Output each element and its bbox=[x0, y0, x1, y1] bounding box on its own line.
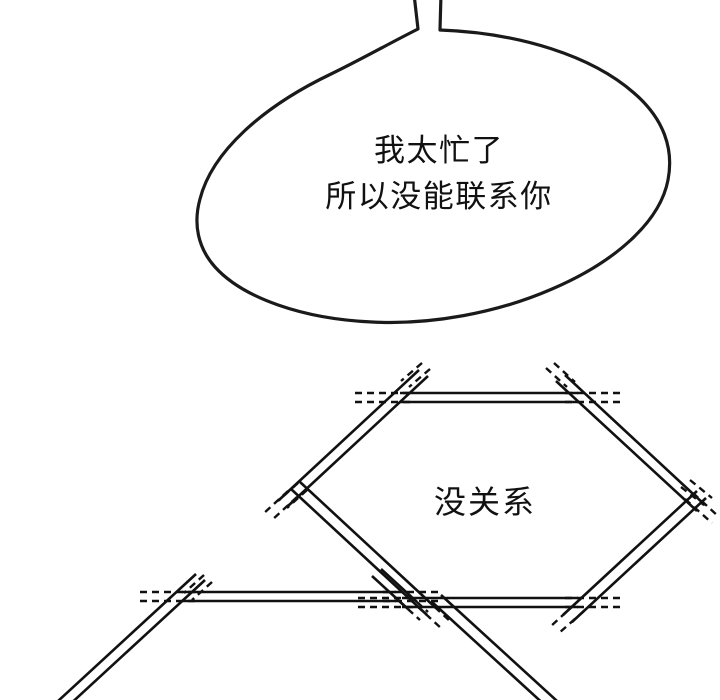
speech-bubble: 我太忙了 所以没能联系你 bbox=[195, 0, 672, 325]
hexagon-main: 没关系 bbox=[262, 362, 720, 634]
hexagon-main-label: 没关系 bbox=[434, 483, 536, 521]
hex-edge-bottom bbox=[358, 596, 624, 609]
speech-bubble-line1: 我太忙了 bbox=[374, 133, 504, 169]
hexagon-descender bbox=[431, 594, 558, 700]
hex-edge-top bbox=[355, 391, 623, 404]
hex-edge-upper-left bbox=[262, 362, 431, 521]
hex-edge-upper-right bbox=[545, 362, 720, 524]
hex2-edge-lower-left bbox=[57, 573, 213, 700]
hex2-edge-upper-right bbox=[371, 568, 429, 621]
speech-bubble-outline bbox=[195, 0, 672, 325]
speech-bubble-line2: 所以没能联系你 bbox=[325, 179, 553, 215]
hex-edge-lower-right bbox=[550, 479, 713, 634]
hexagon-secondary bbox=[57, 568, 440, 700]
